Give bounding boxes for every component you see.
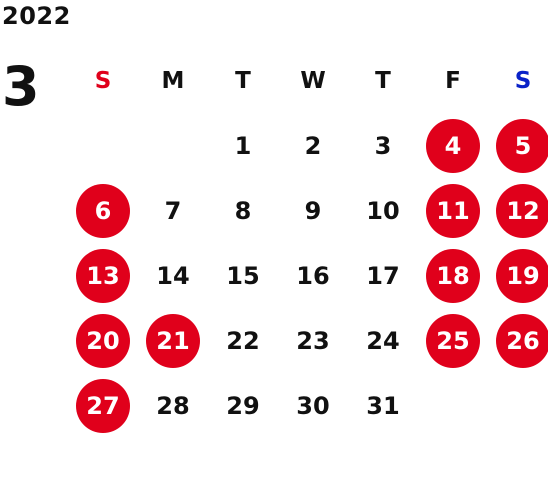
day-number: 15 <box>226 261 260 290</box>
day-number-highlighted: 25 <box>426 313 480 368</box>
day-number: 17 <box>366 261 400 290</box>
day-cell: 11 <box>418 178 488 243</box>
day-cell: 1 <box>208 113 278 178</box>
day-cell: 13 <box>68 243 138 308</box>
day-cell: 31 <box>348 373 418 438</box>
day-number: 10 <box>366 196 400 225</box>
day-number: 31 <box>366 391 400 420</box>
day-cell: 22 <box>208 308 278 373</box>
day-cell: 3 <box>348 113 418 178</box>
day-cell: 26 <box>488 308 548 373</box>
day-cell: 10 <box>348 178 418 243</box>
day-number-highlighted: 18 <box>426 248 480 303</box>
day-cell: 29 <box>208 373 278 438</box>
day-number-highlighted: 5 <box>496 118 548 173</box>
day-cell: 7 <box>138 178 208 243</box>
day-cell: 15 <box>208 243 278 308</box>
day-number-highlighted: 26 <box>496 313 548 368</box>
weekday-header-fri: F <box>445 67 461 94</box>
day-cell: 21 <box>138 308 208 373</box>
day-number: 30 <box>296 391 330 420</box>
day-cell: 25 <box>418 308 488 373</box>
day-number: 9 <box>304 196 322 225</box>
day-number-highlighted: 4 <box>426 118 480 173</box>
day-cell: 5 <box>488 113 548 178</box>
day-cell: 27 <box>68 373 138 438</box>
day-number: 1 <box>234 131 252 160</box>
weekday-header-thu: T <box>375 67 391 94</box>
day-number-highlighted: 19 <box>496 248 548 303</box>
day-cell: 24 <box>348 308 418 373</box>
year-label: 2022 <box>2 2 71 30</box>
day-number: 8 <box>234 196 252 225</box>
day-cell: 2 <box>278 113 348 178</box>
day-number-highlighted: 20 <box>76 313 130 368</box>
day-cell: 28 <box>138 373 208 438</box>
weekday-header-tue: T <box>235 67 251 94</box>
day-number-highlighted: 27 <box>76 378 130 433</box>
day-cell: 20 <box>68 308 138 373</box>
day-number: 29 <box>226 391 260 420</box>
day-number: 3 <box>374 131 392 160</box>
day-number: 2 <box>304 131 322 160</box>
day-cell: 23 <box>278 308 348 373</box>
day-number-highlighted: 13 <box>76 248 130 303</box>
weekday-header-sun: S <box>94 67 112 94</box>
day-cell: 30 <box>278 373 348 438</box>
day-number: 16 <box>296 261 330 290</box>
day-number: 23 <box>296 326 330 355</box>
day-number-highlighted: 21 <box>146 313 200 368</box>
empty-day-cell <box>138 113 208 178</box>
day-number: 22 <box>226 326 260 355</box>
day-cell: 6 <box>68 178 138 243</box>
day-cell: 14 <box>138 243 208 308</box>
weekday-header-wed: W <box>300 67 326 94</box>
weekday-header-sat: S <box>514 67 532 94</box>
day-cell: 8 <box>208 178 278 243</box>
empty-day-cell <box>68 113 138 178</box>
day-number: 14 <box>156 261 190 290</box>
day-number-highlighted: 6 <box>76 183 130 238</box>
day-cell: 19 <box>488 243 548 308</box>
day-cell: 9 <box>278 178 348 243</box>
day-cell: 4 <box>418 113 488 178</box>
day-cell: 17 <box>348 243 418 308</box>
day-number: 24 <box>366 326 400 355</box>
day-cell: 12 <box>488 178 548 243</box>
day-number-highlighted: 11 <box>426 183 480 238</box>
day-number: 28 <box>156 391 190 420</box>
day-number: 7 <box>164 196 182 225</box>
day-number-highlighted: 12 <box>496 183 548 238</box>
day-cell: 18 <box>418 243 488 308</box>
weekday-header-mon: M <box>161 67 185 94</box>
month-label: 3 <box>2 55 40 118</box>
day-cell: 16 <box>278 243 348 308</box>
